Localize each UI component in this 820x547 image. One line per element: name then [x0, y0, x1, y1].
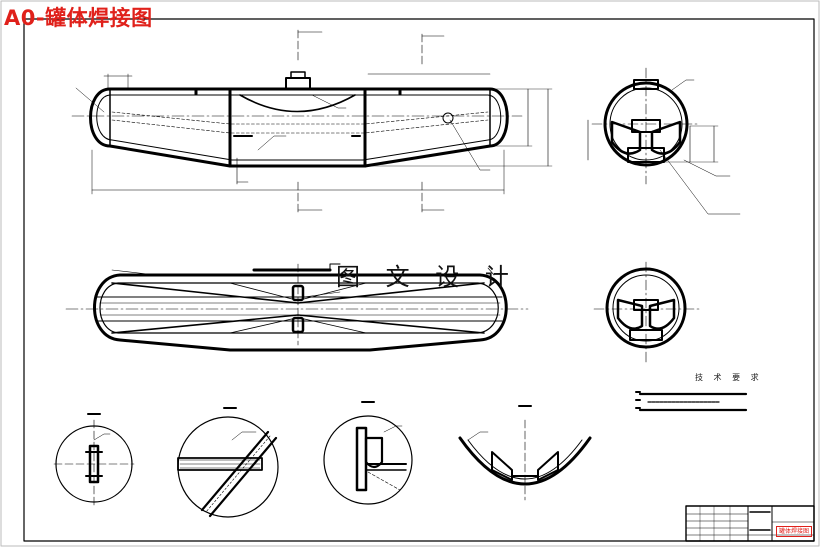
inner-border: [23, 18, 815, 542]
detail-view-2: [177, 407, 279, 518]
watermark-text: 图 文 设 计: [336, 263, 518, 291]
detail-view-4: [458, 405, 592, 501]
technical-requirements-block: [635, 391, 748, 412]
drawing-title: A0-罐体焊接图: [4, 6, 153, 30]
title-block-drawing-name: 罐体焊接图: [776, 526, 812, 537]
section-view-b-b: [593, 261, 701, 365]
plan-view: [65, 263, 529, 352]
front-elevation-view: [71, 29, 553, 213]
side-section-view: [587, 67, 741, 215]
detail-view-1: [53, 413, 135, 509]
technical-requirements-heading: 技 术 要 求: [695, 373, 763, 382]
title-block: [685, 505, 815, 542]
detail-view-3: [323, 401, 413, 505]
